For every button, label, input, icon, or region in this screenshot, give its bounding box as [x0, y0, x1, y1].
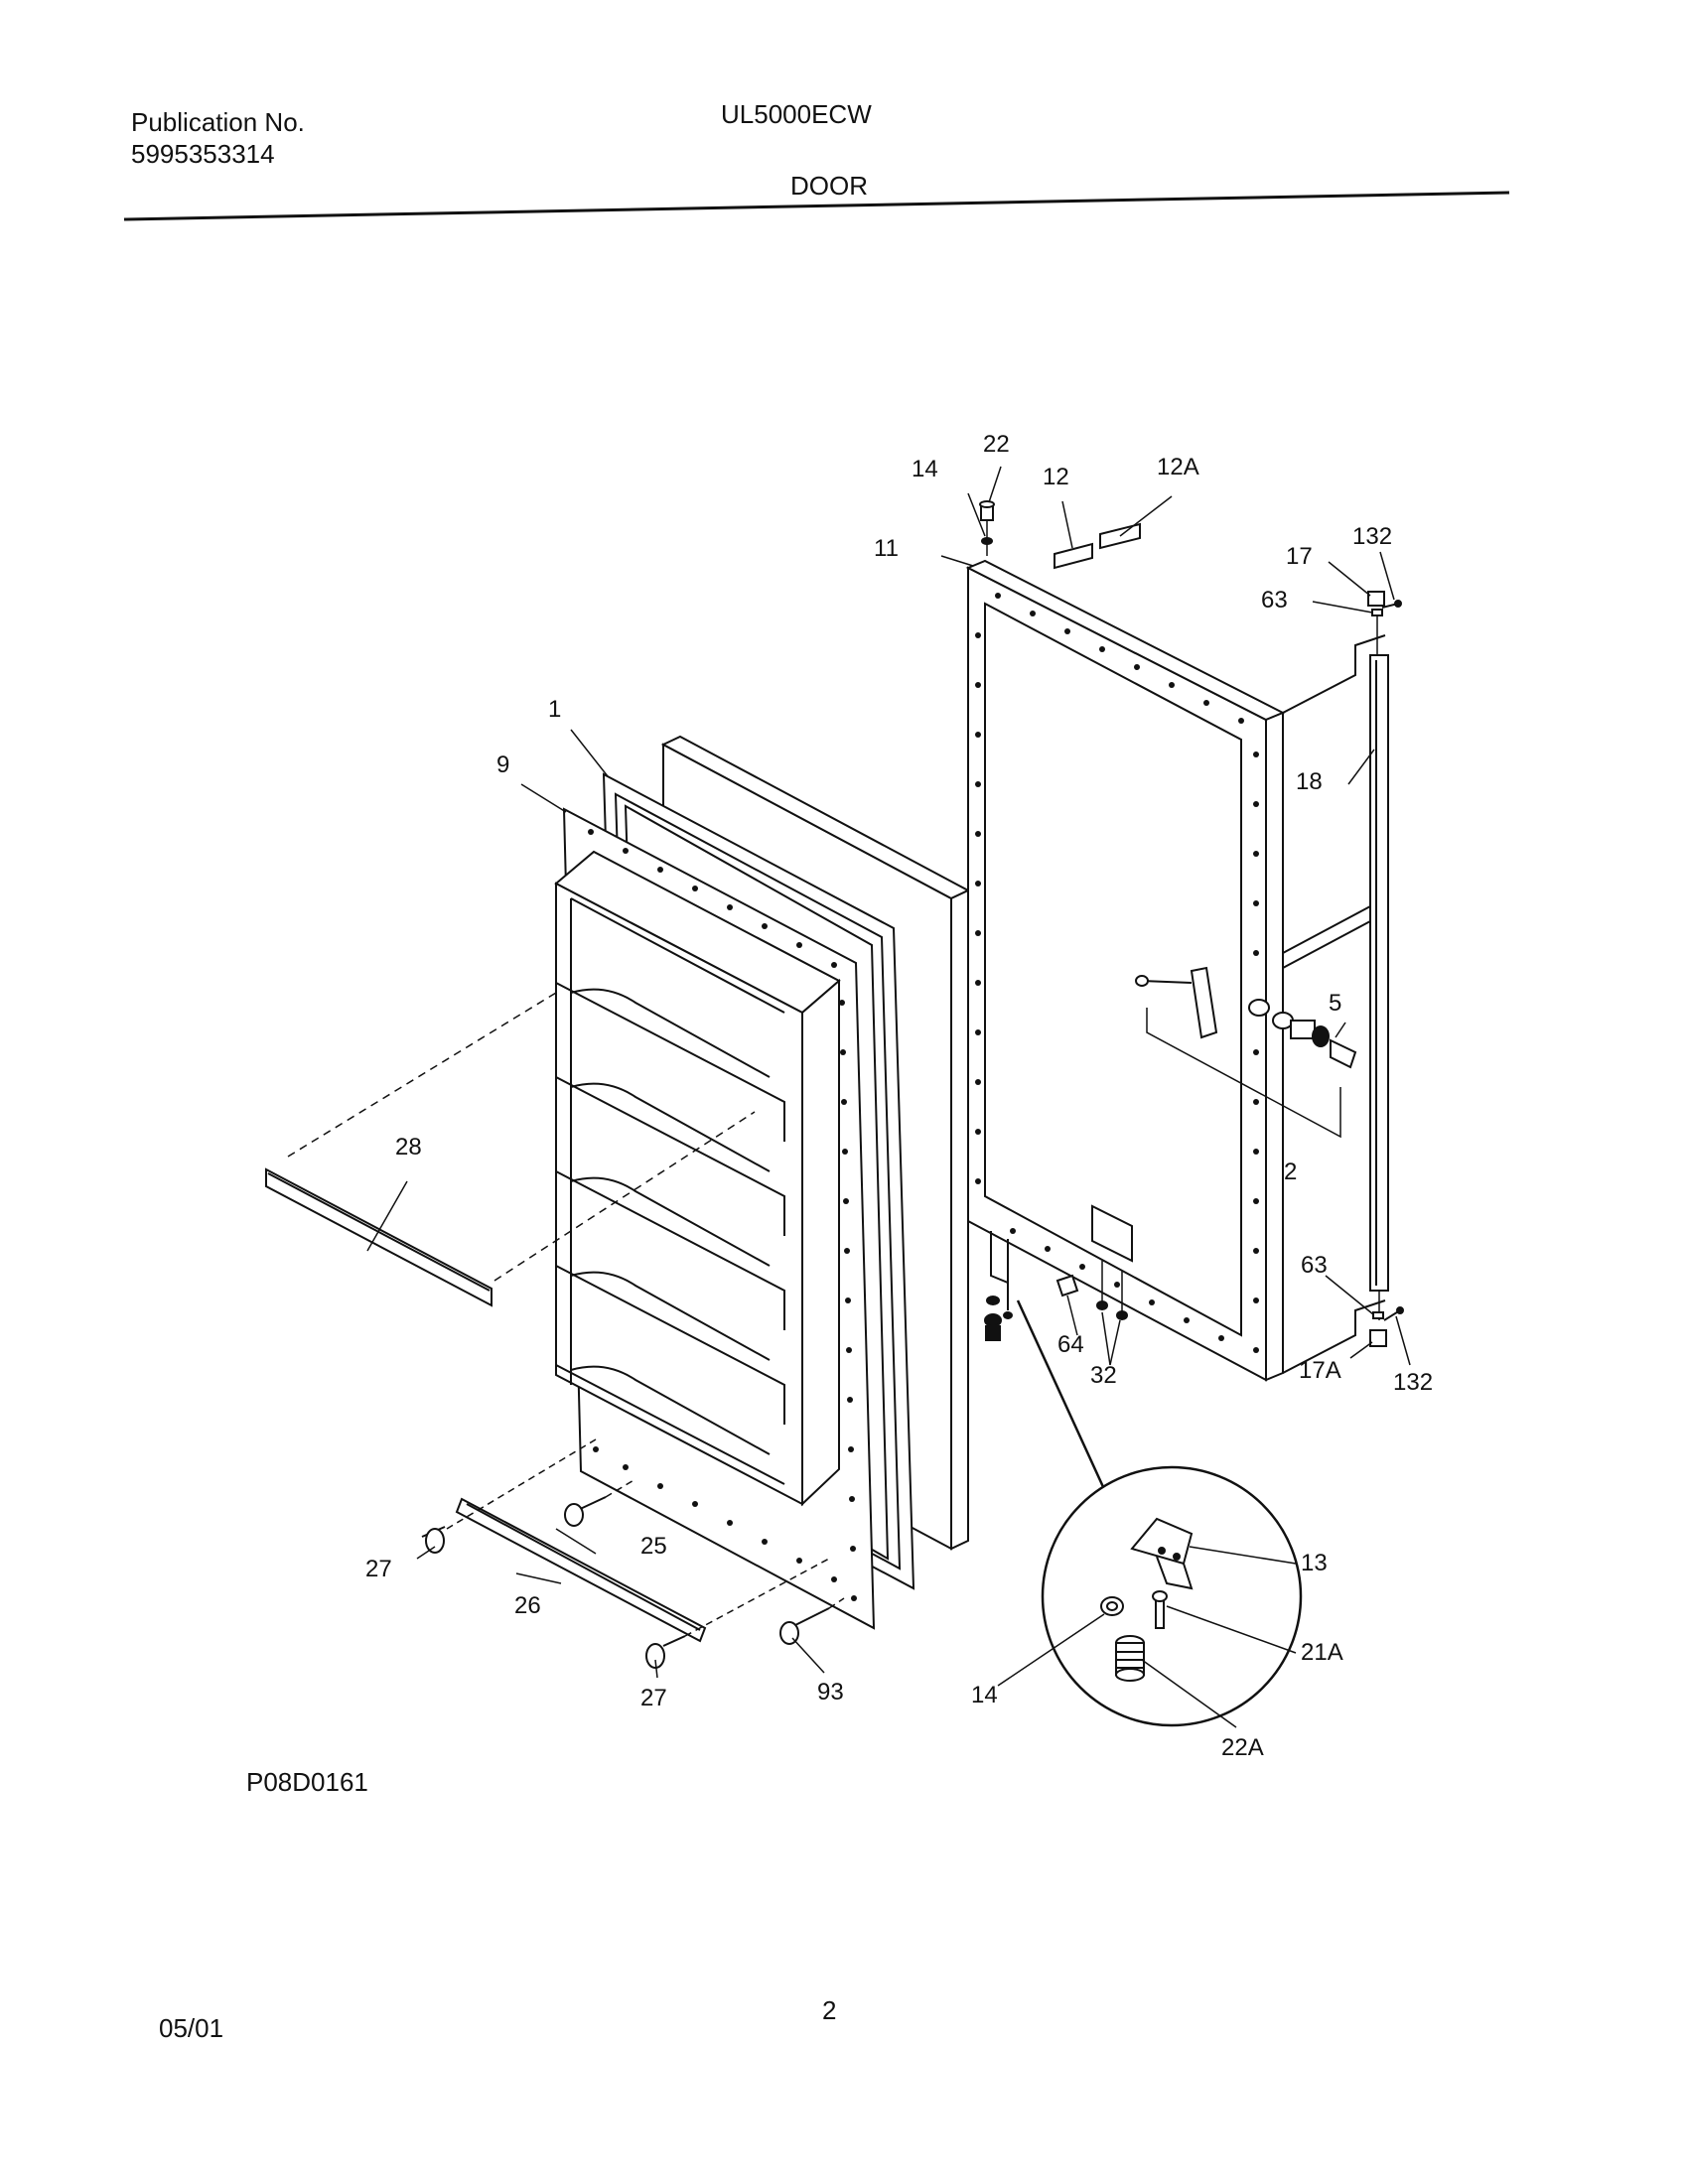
bottom-hinge-hardware — [984, 1231, 1013, 1341]
screw-93 — [779, 1607, 830, 1645]
outer-door-holes — [975, 593, 1259, 1353]
washer-14-detail — [1100, 1596, 1124, 1616]
callout-9: 9 — [496, 751, 509, 778]
leader-lines — [366, 466, 1411, 1728]
callout-132-bottom: 132 — [1393, 1369, 1433, 1396]
screw-21A — [1152, 1590, 1168, 1629]
publication-label: Publication No. — [131, 107, 305, 137]
callout-32: 32 — [1090, 1362, 1117, 1389]
callout-1: 1 — [548, 696, 561, 723]
callout-17A: 17A — [1299, 1357, 1341, 1384]
callout-21A: 21A — [1301, 1639, 1343, 1666]
callout-27-top: 27 — [365, 1556, 392, 1582]
top-hinge-pin-22 — [979, 500, 995, 521]
callout-63-bottom: 63 — [1301, 1252, 1328, 1279]
publication-number: 5995353314 — [131, 139, 275, 169]
callout-11: 11 — [874, 535, 899, 562]
flange-holes — [588, 829, 857, 1601]
lock-assembly-5 — [1248, 999, 1357, 1069]
header-rule — [123, 191, 1510, 221]
callout-13: 13 — [1301, 1550, 1328, 1576]
screw-132-top — [1381, 600, 1402, 609]
detail-circle — [1016, 1299, 1303, 1727]
callout-5: 5 — [1329, 990, 1341, 1017]
callout-12: 12 — [1043, 464, 1069, 490]
callout-18: 18 — [1296, 768, 1323, 795]
callout-2: 2 — [1284, 1159, 1297, 1185]
page-number: 2 — [822, 1995, 837, 2025]
drawing-id: P08D0161 — [246, 1767, 368, 1797]
lower-bar-26 — [455, 1497, 707, 1643]
callout-14-top: 14 — [912, 456, 938, 482]
callout-132-top: 132 — [1352, 523, 1392, 550]
handle-18 — [1369, 654, 1389, 1292]
spacer-63-top — [1371, 609, 1383, 616]
hinge-pin-22A — [1115, 1635, 1145, 1682]
callout-64: 64 — [1057, 1331, 1084, 1358]
outer-door-11 — [965, 559, 1386, 1382]
callout-22A: 22A — [1221, 1734, 1264, 1761]
callout-26: 26 — [514, 1592, 541, 1619]
hinge-bracket-13 — [1130, 1517, 1194, 1590]
callout-27-bottom: 27 — [640, 1685, 667, 1711]
callout-labels: 1 9 28 27 26 25 27 93 14 22 12 12A 11 17… — [365, 431, 1433, 1761]
bolt-27-bottom — [645, 1635, 686, 1669]
callout-22: 22 — [983, 431, 1010, 458]
handle-bracket-17A — [1369, 1329, 1387, 1347]
callout-63-top: 63 — [1261, 587, 1288, 614]
screw-25 — [564, 1496, 607, 1527]
callout-12A: 12A — [1157, 454, 1199, 480]
label-12 — [1054, 542, 1093, 570]
model-number: UL5000ECW — [721, 99, 872, 129]
callout-25: 25 — [640, 1533, 667, 1560]
callout-14-detail: 14 — [971, 1682, 998, 1708]
door-liner-shelves — [554, 850, 841, 1507]
revision-date: 05/01 — [159, 2013, 224, 2043]
handle-bracket-17 — [1367, 591, 1385, 607]
lock-bracket — [1135, 966, 1218, 1039]
callout-93: 93 — [817, 1679, 844, 1706]
screw-132-bottom — [1383, 1306, 1404, 1321]
lock-group-bracket-2 — [1146, 1008, 1341, 1139]
shim-64 — [1055, 1274, 1079, 1297]
section-title: DOOR — [790, 171, 868, 201]
callout-28: 28 — [395, 1134, 422, 1160]
bolt-27-top — [421, 1526, 446, 1554]
callout-17: 17 — [1286, 543, 1313, 570]
spacer-63-bottom — [1372, 1311, 1384, 1319]
